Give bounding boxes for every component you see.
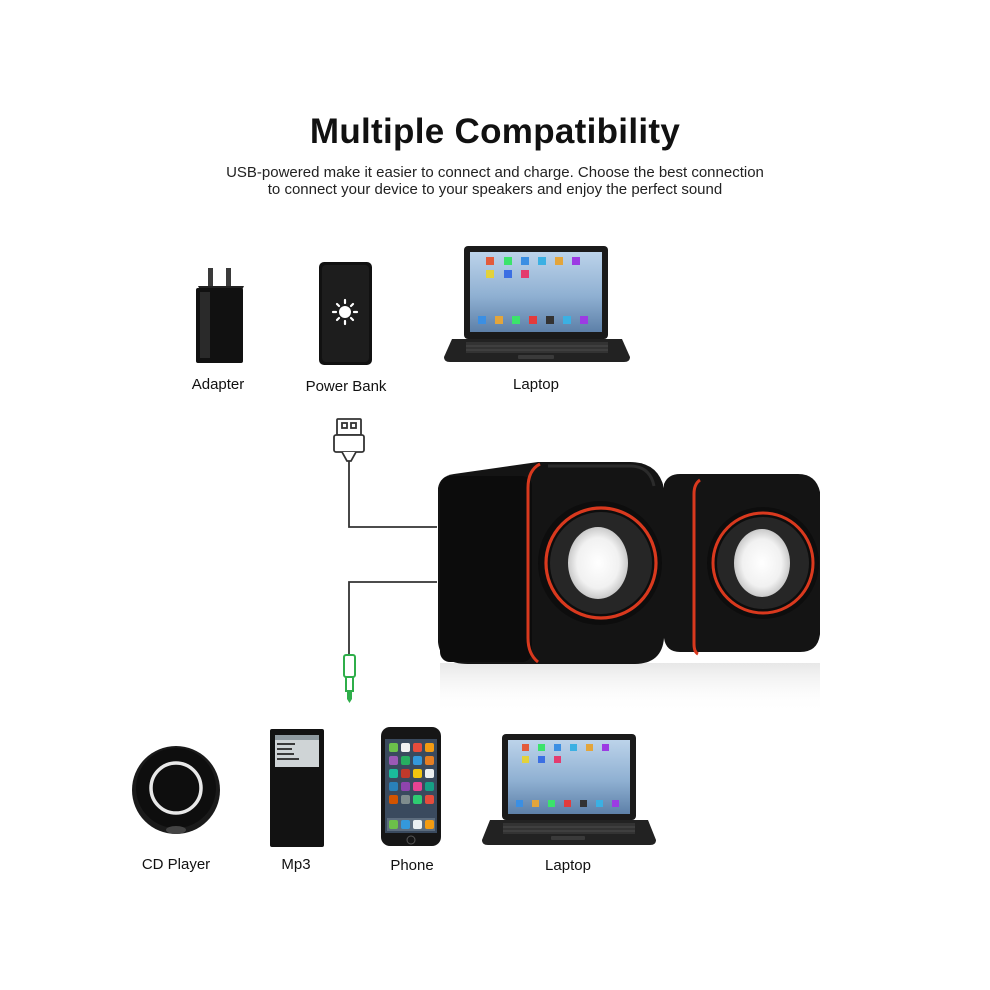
usb-plug-icon <box>333 418 437 528</box>
laptop-label-bottom: Laptop <box>545 857 591 874</box>
subtitle-line-1: USB-powered make it easier to connect an… <box>226 164 764 181</box>
subtitle-line-2: to connect your device to your speakers … <box>267 181 723 198</box>
mp3-label: Mp3 <box>281 856 311 873</box>
page-title: Multiple Compatibility <box>309 112 681 151</box>
cd-player-label: CD Player <box>141 856 211 873</box>
adapter-icon <box>196 268 244 363</box>
laptop-icon <box>482 734 656 845</box>
power-bank-icon <box>319 262 372 365</box>
laptop-label-top: Laptop <box>513 376 559 393</box>
phone-icon <box>381 727 441 846</box>
phone-label: Phone <box>390 857 434 874</box>
aux-3.5mm-plug-icon <box>343 581 437 703</box>
left-speaker <box>438 462 664 664</box>
mp3-player-icon <box>270 729 324 847</box>
right-speaker <box>664 474 820 656</box>
adapter-label: Adapter <box>191 376 245 393</box>
laptop-icon <box>444 246 630 362</box>
power-bank-label: Power Bank <box>305 378 387 395</box>
speaker-pair-image <box>438 462 820 713</box>
cd-player-icon <box>132 746 220 834</box>
